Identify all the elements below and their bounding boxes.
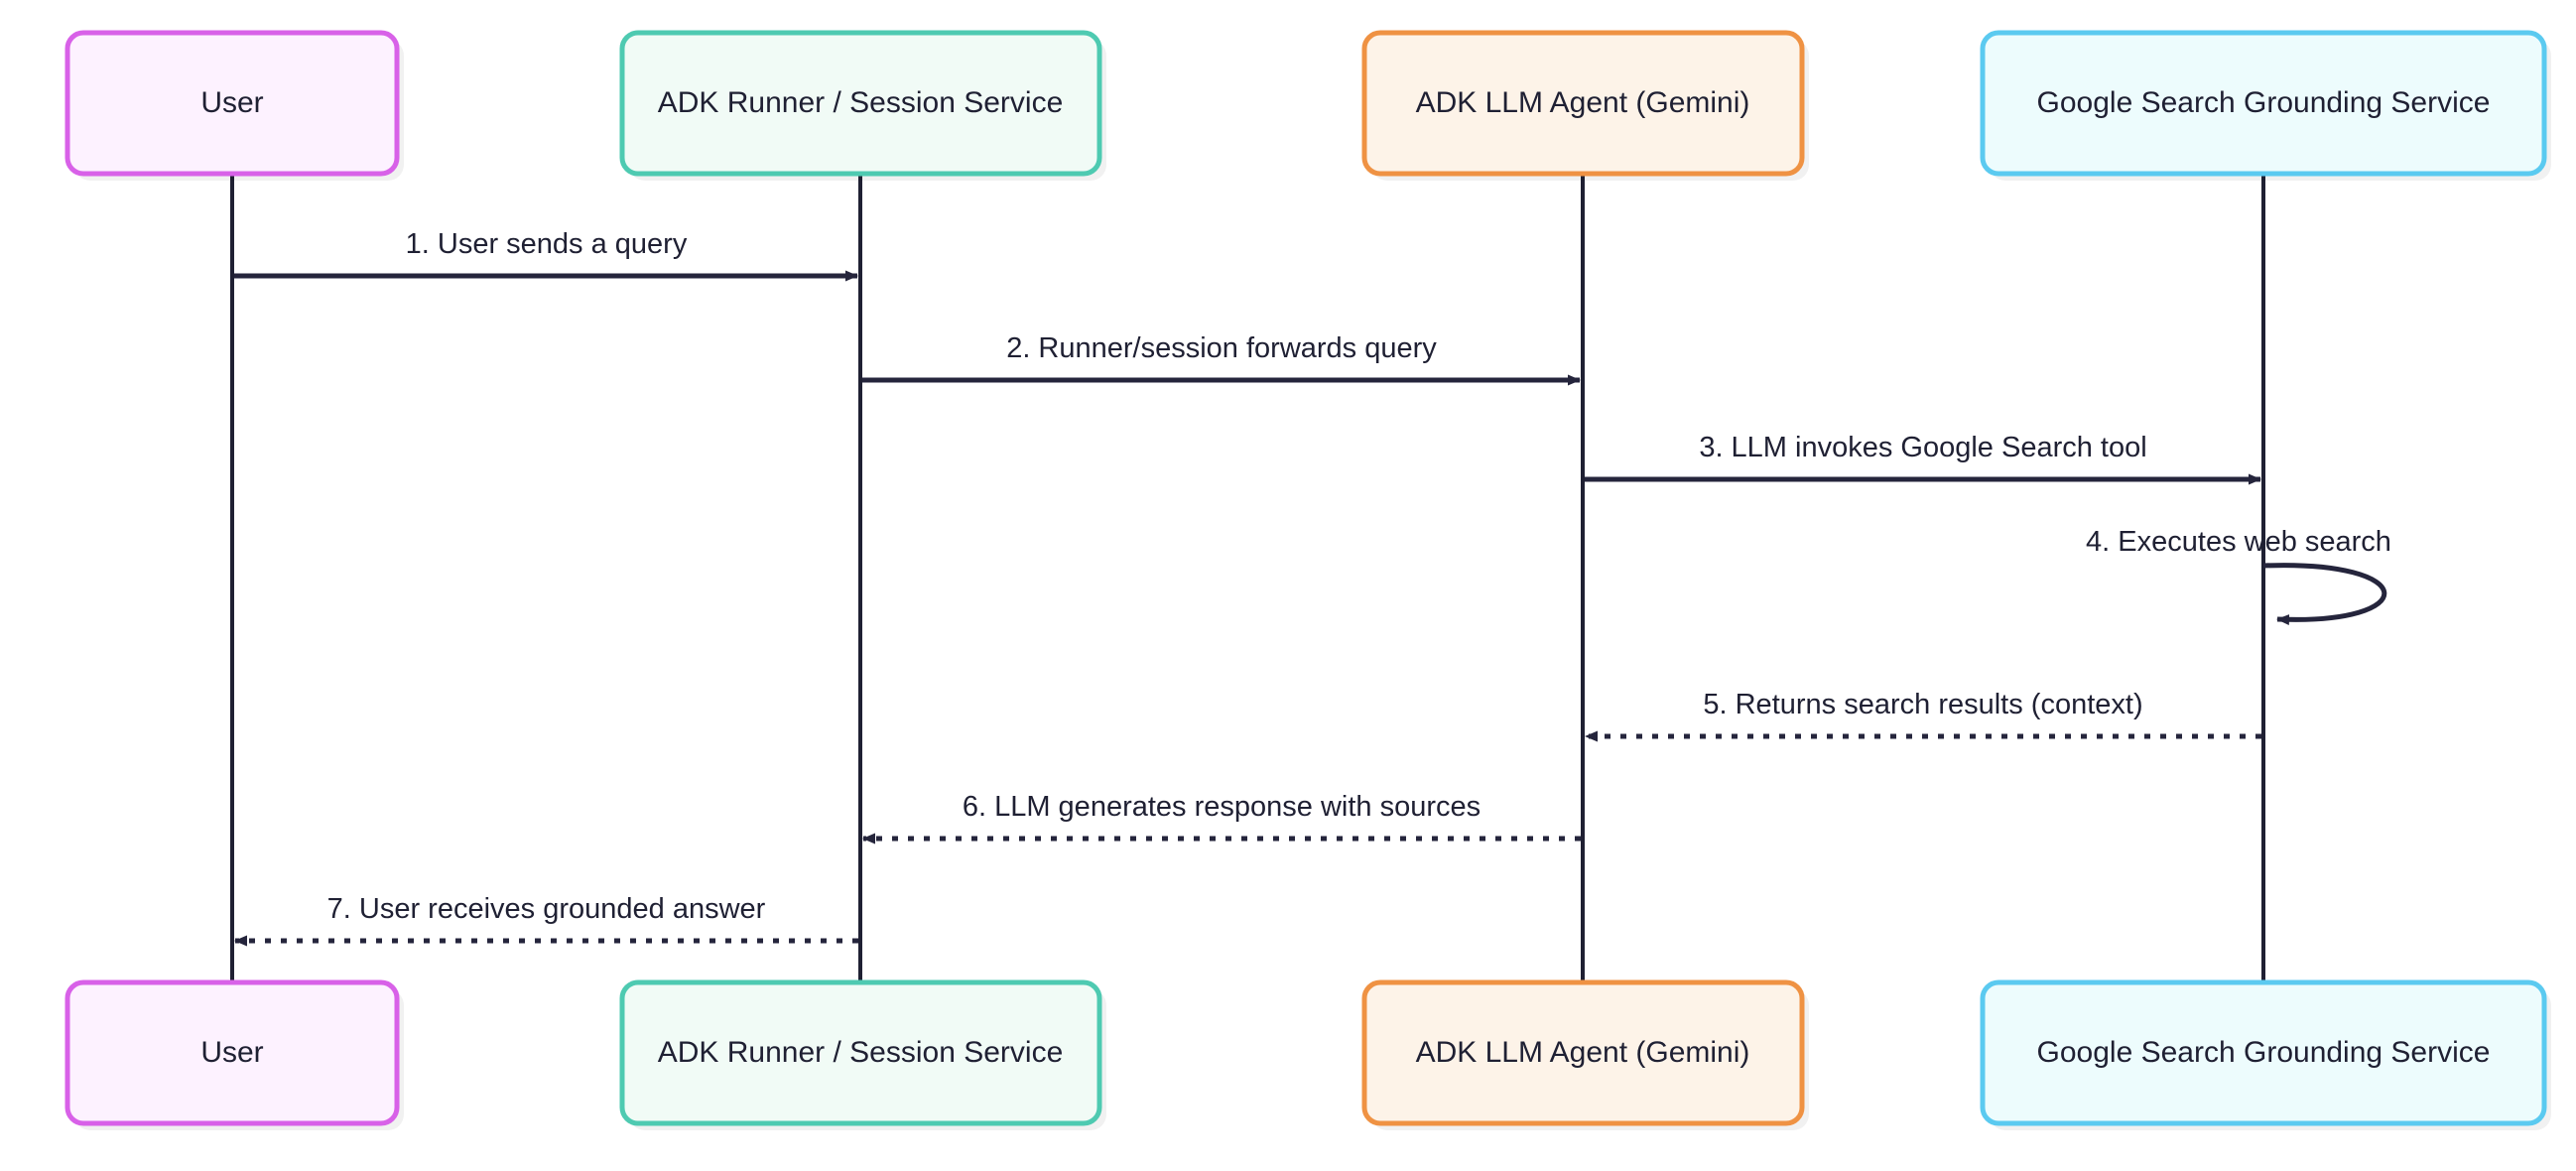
actor-box-bottom-runner[interactable]	[619, 979, 1102, 1126]
actor-box-top-runner[interactable]	[619, 30, 1102, 177]
actor-boxes-top-group: User ADK Runner / Session Service ADK LLM …	[64, 30, 2551, 181]
actor-label-top-user: User	[200, 86, 263, 119]
message-label-7: 7. User receives grounded answer	[327, 893, 766, 925]
message-arrow-4	[2262, 563, 2387, 625]
message-5[interactable]: 5. Returns search results (context)	[1585, 689, 2261, 742]
message-3[interactable]: 3. LLM invokes Google Search tool	[1585, 432, 2261, 485]
actor-box-bottom-search[interactable]	[1980, 979, 2547, 1126]
actor-label-bottom-search: Google Search Grounding Service	[2037, 1036, 2491, 1069]
actor-boxes-bottom-group: User ADK Runner / Session Service ADK LLM …	[64, 979, 2551, 1130]
message-label-6: 6. LLM generates response with sources	[963, 791, 1481, 823]
actor-box-top-agent[interactable]	[1361, 30, 1805, 177]
actor-label-bottom-runner: ADK Runner / Session Service	[658, 1036, 1064, 1069]
message-label-2: 2. Runner/session forwards query	[1006, 332, 1437, 364]
message-4[interactable]: 4. Executes web search	[2086, 526, 2391, 625]
actor-box-top-search[interactable]	[1980, 30, 2547, 177]
actor-box-bottom-user[interactable]	[64, 979, 400, 1126]
actor-label-bottom-user: User	[200, 1036, 263, 1069]
lifelines-group	[230, 174, 2265, 982]
actor-label-top-runner: ADK Runner / Session Service	[658, 86, 1064, 119]
actor-label-top-search: Google Search Grounding Service	[2037, 86, 2491, 119]
actor-label-top-agent: ADK LLM Agent (Gemini)	[1416, 86, 1750, 119]
message-2[interactable]: 2. Runner/session forwards query	[862, 332, 1581, 386]
actor-label-bottom-agent: ADK LLM Agent (Gemini)	[1416, 1036, 1750, 1069]
messages-group: 1. User sends a query 2. Runner/session f…	[234, 228, 2391, 947]
message-7[interactable]: 7. User receives grounded answer	[234, 893, 858, 947]
actor-box-bottom-agent[interactable]	[1361, 979, 1805, 1126]
message-label-5: 5. Returns search results (context)	[1703, 689, 2142, 720]
message-label-3: 3. LLM invokes Google Search tool	[1699, 432, 2146, 463]
message-label-1: 1. User sends a query	[406, 228, 688, 260]
message-1[interactable]: 1. User sends a query	[234, 228, 858, 282]
message-6[interactable]: 6. LLM generates response with sources	[862, 791, 1581, 845]
actor-box-top-user[interactable]	[64, 30, 400, 177]
message-label-4: 4. Executes web search	[2086, 526, 2391, 558]
